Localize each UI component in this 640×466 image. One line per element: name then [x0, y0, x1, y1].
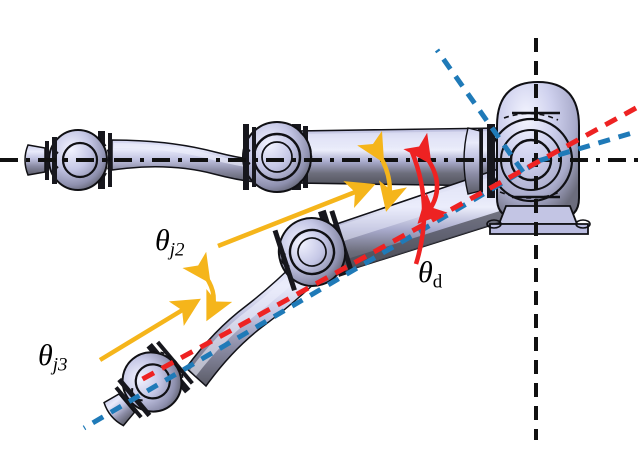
- red-reference-line: [137, 105, 638, 384]
- red-ray: [137, 105, 638, 384]
- theta-symbol-d: θ: [418, 256, 433, 289]
- theta-subscript-j2: j2: [169, 239, 185, 261]
- arc-theta-j3: [182, 251, 233, 322]
- reference-axes: [0, 38, 640, 440]
- leader-theta-d: [409, 151, 427, 265]
- angle-annotation-theta-d: [403, 132, 448, 265]
- theta-subscript-d: d: [432, 271, 443, 293]
- leader-theta-j3: [98, 298, 201, 362]
- elbow-joint-tilted: [272, 209, 354, 292]
- arc-theta-j2: [357, 130, 407, 212]
- label-theta-j2: θj2: [155, 224, 185, 261]
- theta-symbol-j3: θ: [38, 339, 53, 372]
- label-theta-j3: θj3: [38, 339, 68, 376]
- angle-annotation-theta-j2: [217, 130, 407, 249]
- angle-annotation-theta-j3: [98, 251, 233, 362]
- theta-subscript-j3: j3: [52, 354, 68, 376]
- arc-theta-d: [403, 132, 448, 224]
- leader-theta-j2: [217, 181, 376, 249]
- blue-lower-ray: [82, 159, 540, 431]
- theta-symbol-j2: θ: [155, 224, 170, 257]
- blue-reference-lines: [82, 48, 633, 431]
- label-theta-d: θd: [418, 256, 443, 293]
- blue-right-ray: [537, 130, 633, 164]
- blue-upper-ray: [434, 48, 526, 174]
- elbow-joint-horizontal: [242, 121, 313, 193]
